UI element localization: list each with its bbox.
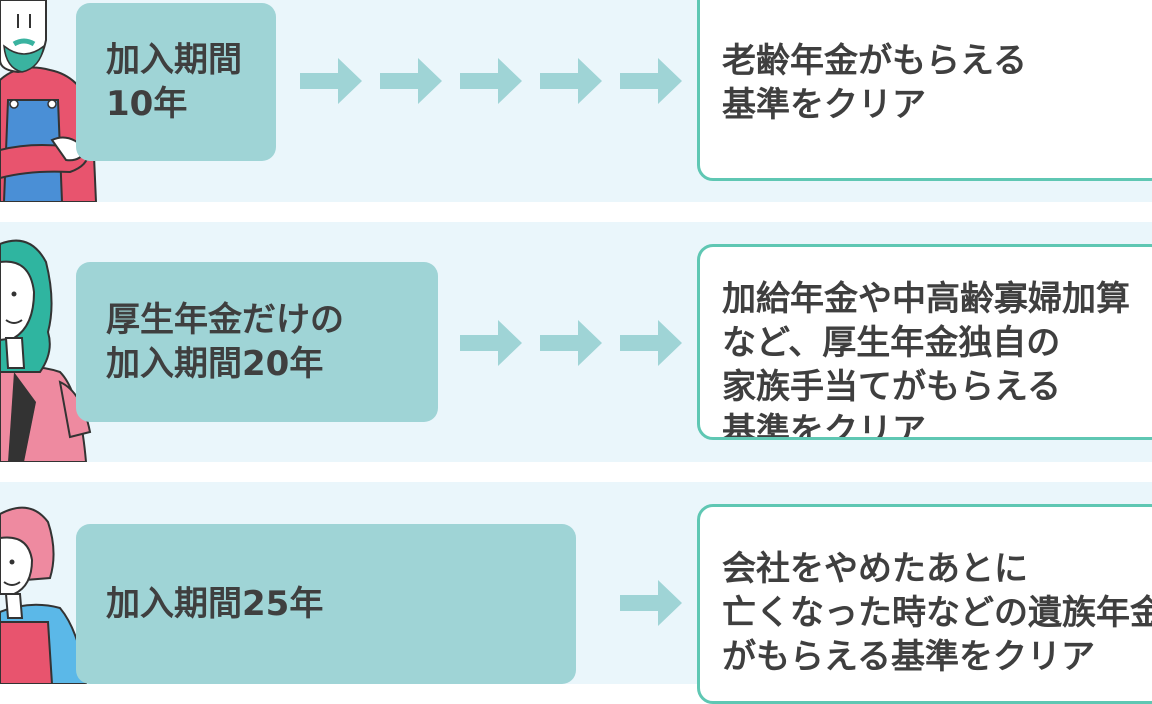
arrow-right-icon <box>620 56 682 106</box>
row-10-years: 加入期間 10年 老齢年金がもらえる 基準をクリア <box>0 0 1152 203</box>
arrow-right-icon <box>620 318 682 368</box>
arrow-right-icon <box>460 318 522 368</box>
woman-green-hair-icon <box>0 222 100 466</box>
arrow-right-icon <box>540 318 602 368</box>
arrow-right-icon <box>300 56 362 106</box>
arrow-right-icon <box>540 56 602 106</box>
row-20-years: 厚生年金だけの 加入期間20年 加給年金や中高齢寡婦加算 など、厚生年金独自の … <box>0 222 1152 463</box>
woman-pink-hair-icon <box>0 482 100 688</box>
period-box: 加入期間25年 <box>76 524 576 684</box>
row-25-years: 加入期間25年 会社をやめたあとに 亡くなった時などの遺族年金 がもらえる基準を… <box>0 482 1152 704</box>
arrow-right-icon <box>380 56 442 106</box>
result-box: 会社をやめたあとに 亡くなった時などの遺族年金 がもらえる基準をクリア <box>697 504 1152 704</box>
farmer-man-icon <box>0 0 100 206</box>
period-box: 加入期間 10年 <box>76 3 276 161</box>
period-box: 厚生年金だけの 加入期間20年 <box>76 262 438 422</box>
arrow-right-icon <box>620 578 682 628</box>
result-box: 加給年金や中高齢寡婦加算 など、厚生年金独自の 家族手当てがもらえる 基準をクリ… <box>697 244 1152 440</box>
result-box: 老齢年金がもらえる 基準をクリア <box>697 0 1152 181</box>
arrow-right-icon <box>460 56 522 106</box>
